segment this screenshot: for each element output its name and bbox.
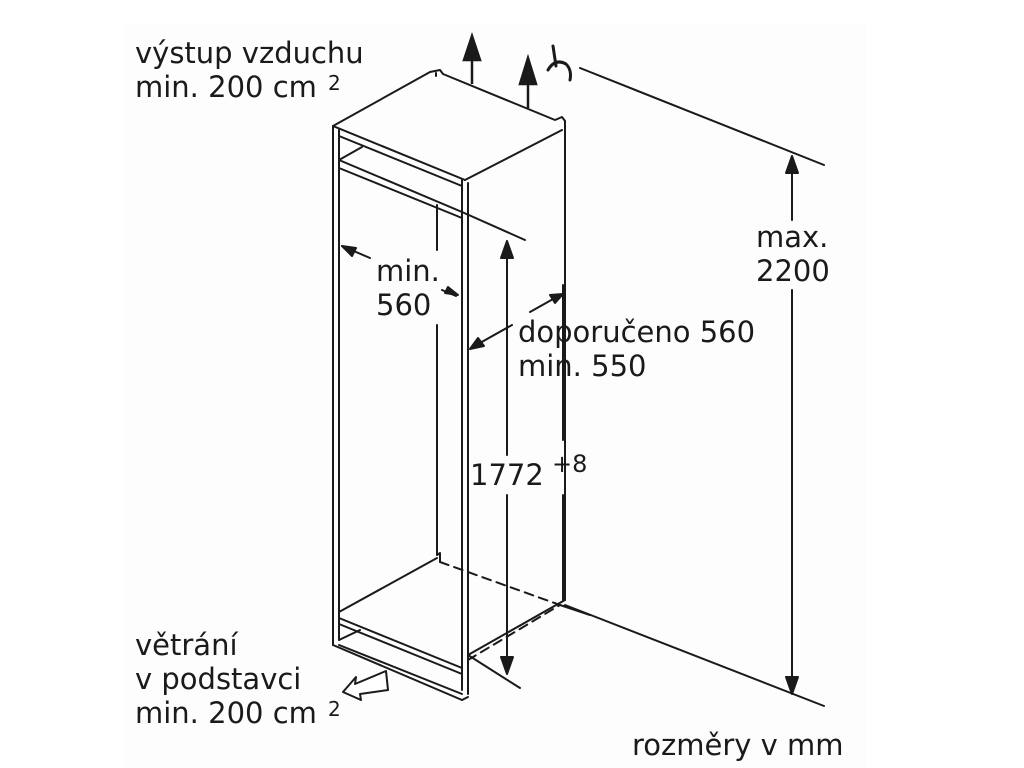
air-outlet-label: výstup vzduchu min. 200 cm xyxy=(135,36,364,104)
air-outlet-superscript: 2 xyxy=(328,71,341,95)
units-note: rozměry v mm xyxy=(632,728,844,762)
ceiling-clearance-symbol-icon xyxy=(546,44,572,82)
air-flow-arrow-icon xyxy=(462,32,482,84)
air-intake-arrow-icon xyxy=(342,670,389,701)
cabinet-top xyxy=(332,69,566,181)
inner-width-label: min. 560 xyxy=(376,254,440,322)
base-ventilation-label: větrání v podstavci min. 200 cm xyxy=(135,628,317,730)
niche-height-label: 1772 xyxy=(470,458,544,492)
air-flow-arrow-icon xyxy=(518,53,538,108)
cabinet-right-post xyxy=(461,179,469,695)
max-height-label: max. 2200 xyxy=(756,220,830,288)
depth-label: doporučeno 560 min. 550 xyxy=(518,315,756,383)
base-ventilation-superscript: 2 xyxy=(328,697,341,721)
cabinet-left-post xyxy=(332,125,340,646)
niche-height-tolerance: +8 xyxy=(552,450,588,478)
